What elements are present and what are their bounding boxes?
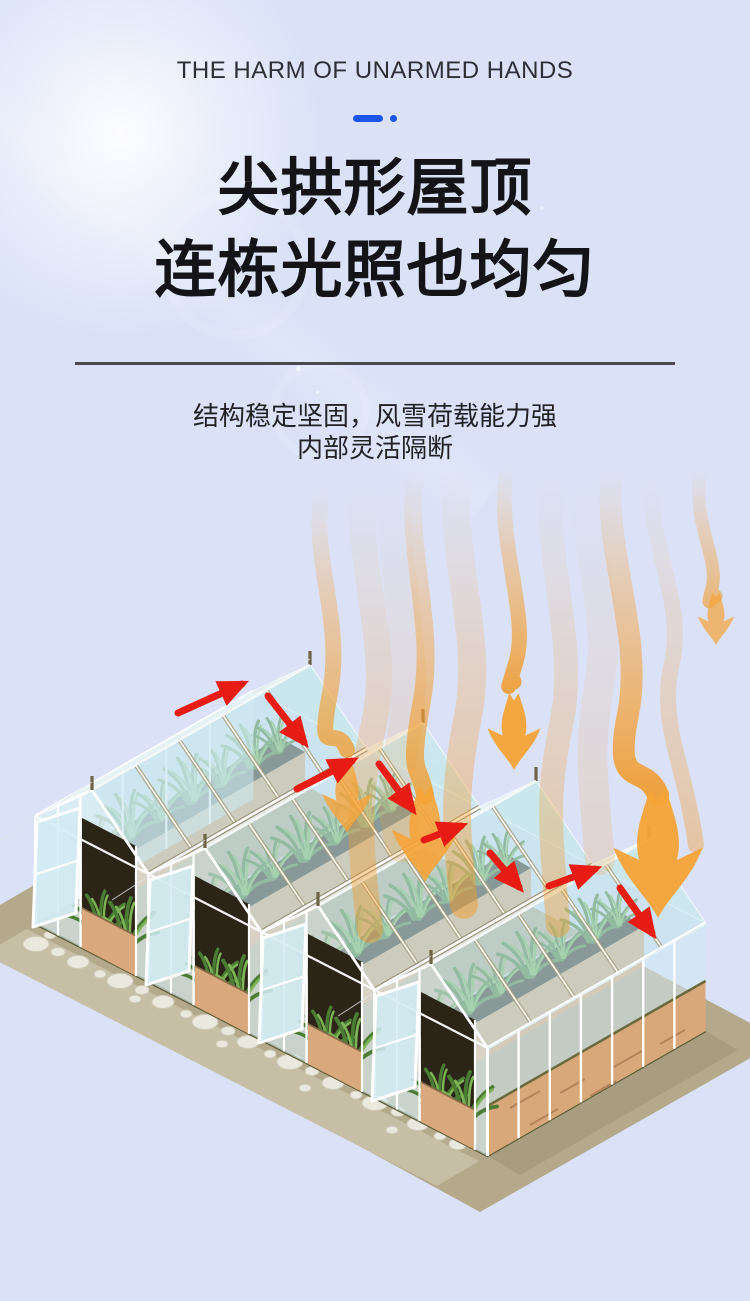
flame-stream [538, 456, 579, 937]
main-title-line2: 连栋光照也均匀 [154, 236, 596, 305]
blue-dash [353, 114, 383, 122]
subtitle-line2: 内部灵活隔断 [296, 433, 453, 463]
door-opening [66, 818, 499, 1150]
ground-shadow [487, 1031, 738, 1175]
flame-stream [496, 458, 527, 694]
light-arrow [174, 680, 250, 717]
light-arrow [616, 884, 657, 940]
flame-stream [692, 461, 723, 609]
light-arrows [174, 680, 657, 940]
blue-dot [390, 114, 397, 122]
section-rule [75, 362, 675, 365]
wall-base [487, 981, 706, 1156]
flame-stream [442, 454, 487, 919]
sparkle [296, 366, 301, 371]
eyebrow-text: THE HARM OF UNARMED HANDS [176, 57, 574, 84]
right-wall [486, 923, 707, 1156]
light-arrow [264, 692, 309, 749]
flame-stream [599, 455, 669, 806]
sunlight-arrowhead [487, 693, 541, 770]
flame-stream [311, 479, 355, 758]
header: THE HARM OF UNARMED HANDS 尖拱形屋顶 连栋光照也均匀 … [0, 0, 750, 463]
stone-path [0, 929, 479, 1186]
main-title-line1: 尖拱形屋顶 [217, 154, 533, 223]
light-arrow [420, 821, 469, 847]
light-arrow [545, 864, 603, 890]
flame-stream [404, 461, 435, 804]
flame-stream [643, 462, 704, 853]
sparkle [540, 206, 544, 210]
flame-stream [348, 467, 392, 943]
finial [0, 658, 433, 1017]
light-arrow [486, 849, 524, 893]
flame-stream [571, 455, 618, 875]
light-arrow [375, 760, 417, 816]
glass-door [31, 806, 421, 1103]
sparkle [316, 391, 319, 394]
subtitle-line1: 结构稳定坚固，风雪荷载能力强 [192, 401, 557, 431]
blue-divider [0, 114, 750, 122]
light-arrow [293, 757, 359, 793]
